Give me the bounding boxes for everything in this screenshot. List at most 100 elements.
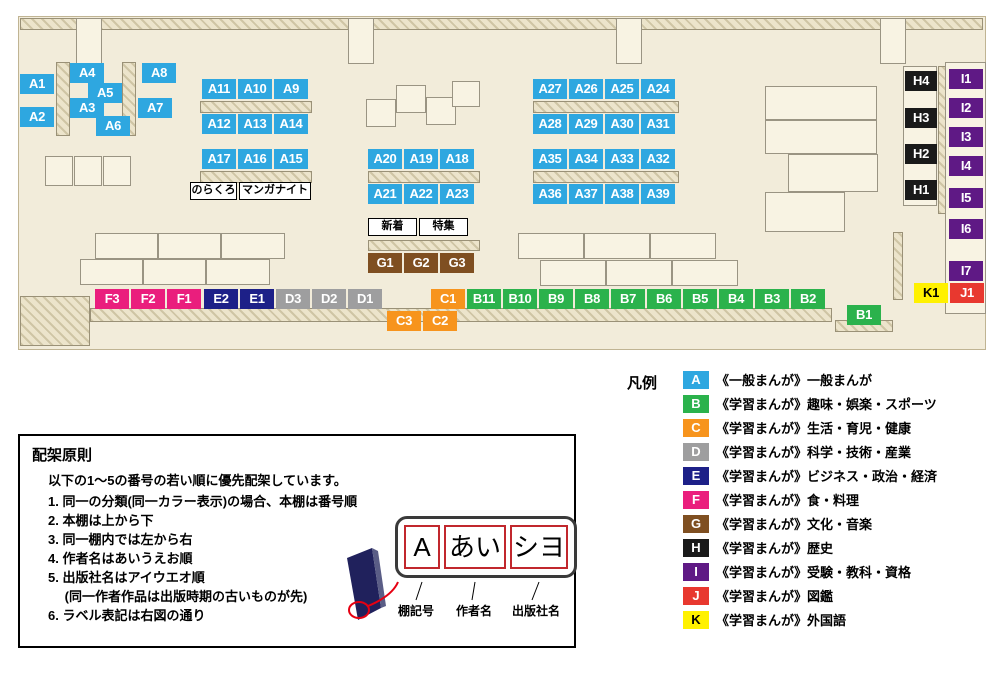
principles-title: 配架原則: [32, 447, 93, 464]
map-text-label-2: マンガナイト: [239, 182, 311, 200]
shelf-block: [672, 260, 738, 286]
label-publisher: シヨ: [510, 525, 568, 569]
legend-row-E: E 《学習まんが》ビジネス・政治・経済: [683, 466, 937, 485]
shelf-label-H1: H1: [905, 180, 937, 200]
shelf-block: [540, 260, 606, 286]
shelf-label-I2: I2: [949, 98, 983, 118]
legend-items: A《一般まんが》一般まんが B《学習まんが》趣味・娯楽・スポーツ C《学習まんが》生…: [683, 370, 937, 629]
legend-label-D: 《学習まんが》科学・技術・産業: [716, 445, 912, 460]
shelf-block: [45, 156, 73, 186]
shelf-strip: [533, 171, 679, 183]
label-author: あい: [444, 525, 506, 569]
caption-author: 作者名: [456, 604, 493, 618]
shelf-block: [518, 233, 584, 259]
shelf-strip-bottom: [90, 308, 832, 322]
legend-chip-D: D: [683, 442, 709, 461]
shelf-label-I4: I4: [949, 156, 983, 176]
shelf-label-A23: A23: [440, 184, 474, 204]
legend-row-B: B《学習まんが》趣味・娯楽・スポーツ: [683, 394, 937, 413]
shelf-label-A19: A19: [404, 149, 438, 169]
shelf-label-G3: G3: [440, 253, 474, 273]
principle-item-1: 1. 同一の分類(同一カラー表示)の場合、本棚は番号順: [48, 494, 358, 509]
shelf-label-A33: A33: [605, 149, 639, 169]
shelf-block: [650, 233, 716, 259]
shelf-block: [206, 259, 270, 285]
shelf-label-J1: J1: [950, 283, 984, 303]
legend-row-D: D 《学習まんが》科学・技術・産業: [683, 442, 937, 461]
legend-row-C: C《学習まんが》生活・育児・健康: [683, 418, 937, 437]
shelf-label-B9: B9: [539, 289, 573, 309]
shelf-label-A30: A30: [605, 114, 639, 134]
shelf-label-E2: E2: [204, 289, 238, 309]
shelf-label-B6: B6: [647, 289, 681, 309]
shelf-label-G1: G1: [368, 253, 402, 273]
shelf-label-H4: H4: [905, 71, 937, 91]
pillar: [348, 18, 374, 64]
shelf-label-B11: B11: [467, 289, 501, 309]
principles-box: 配架原則 以下の1〜5の番号の若い順に優先配架しています。 1. 同一の分類(同…: [18, 434, 577, 648]
shelf-strip: [368, 171, 480, 183]
shelf-block: [80, 259, 143, 285]
shelf-label-B3: B3: [755, 289, 789, 309]
shelf-label-I6: I6: [949, 219, 983, 239]
shelf-block: [74, 156, 102, 186]
legend-row-A: A《一般まんが》一般まんが: [683, 370, 937, 389]
legend-chip-F: F: [683, 490, 709, 509]
shelf-label-H2: H2: [905, 144, 937, 164]
map-text-label-1: のらくろ: [190, 182, 237, 200]
legend-row-G: G 《学習まんが》文化・音楽: [683, 514, 937, 533]
shelf-label-A32: A32: [641, 149, 675, 169]
shelf-label-A10: A10: [238, 79, 272, 99]
shelf-label-A6: A6: [96, 116, 130, 136]
shelf-label-A7: A7: [138, 98, 172, 118]
caption-publisher: 出版社名: [512, 604, 561, 618]
legend-row-F: F 《学習まんが》食・料理: [683, 490, 937, 509]
shelf-label-F3: F3: [95, 289, 129, 309]
shelf-strip: [56, 62, 70, 136]
legend-label-K: 《学習まんが》外国語: [716, 613, 847, 628]
principle-item-7: 6. ラベル表記は右図の通り: [48, 608, 206, 623]
shelf-label-C1: C1: [431, 289, 465, 309]
shelf-block: [606, 260, 672, 286]
shelf-block: [765, 86, 877, 120]
shelf-label-I5: I5: [949, 188, 983, 208]
legend-label-G: 《学習まんが》文化・音楽: [716, 517, 873, 532]
shelf-label-A17: A17: [202, 149, 236, 169]
shelf-label-I3: I3: [949, 127, 983, 147]
legend-label-E: 《学習まんが》ビジネス・政治・経済: [716, 469, 938, 484]
shelf-strip: [533, 101, 679, 113]
legend-row-H: H《学習まんが》歴史: [683, 538, 937, 557]
shelf-label-A36: A36: [533, 184, 567, 204]
principles-list: 1. 同一の分類(同一カラー表示)の場合、本棚は番号順 2. 本棚は上から下 3. …: [48, 492, 357, 625]
shelf-label-A37: A37: [569, 184, 603, 204]
label-shelf-code: A: [404, 525, 440, 569]
shelf-label-B8: B8: [575, 289, 609, 309]
shelf-block: [452, 81, 480, 107]
legend-row-I: I 《学習まんが》受験・教科・資格: [683, 562, 937, 581]
legend-label-J: 《学習まんが》図鑑: [716, 589, 834, 604]
legend-chip-I: I: [683, 562, 709, 581]
map-text-label-3: 新着: [368, 218, 417, 236]
shelf-label-A34: A34: [569, 149, 603, 169]
shelf-label-B4: B4: [719, 289, 753, 309]
shelf-strip: [200, 101, 312, 113]
shelf-label-A4: A4: [70, 63, 104, 83]
shelf-label-A26: A26: [569, 79, 603, 99]
shelf-block: [143, 259, 206, 285]
legend-label-F: 《学習まんが》食・料理: [716, 493, 860, 508]
shelf-label-A8: A8: [142, 63, 176, 83]
principle-item-2: 2. 本棚は上から下: [48, 513, 154, 528]
shelf-label-B2: B2: [791, 289, 825, 309]
legend-chip-E: E: [683, 466, 709, 485]
shelf-label-K1: K1: [914, 283, 948, 303]
principle-item-3: 3. 同一棚内では左から右: [48, 532, 193, 547]
wall-hatch-right: [893, 232, 903, 300]
legend-label-I: 《学習まんが》受験・教科・資格: [716, 565, 912, 580]
legend-chip-A: A: [683, 370, 709, 389]
legend-chip-G: G: [683, 514, 709, 533]
shelf-label-A29: A29: [569, 114, 603, 134]
shelf-label-I7: I7: [949, 261, 983, 281]
shelf-label-I1: I1: [949, 69, 983, 89]
